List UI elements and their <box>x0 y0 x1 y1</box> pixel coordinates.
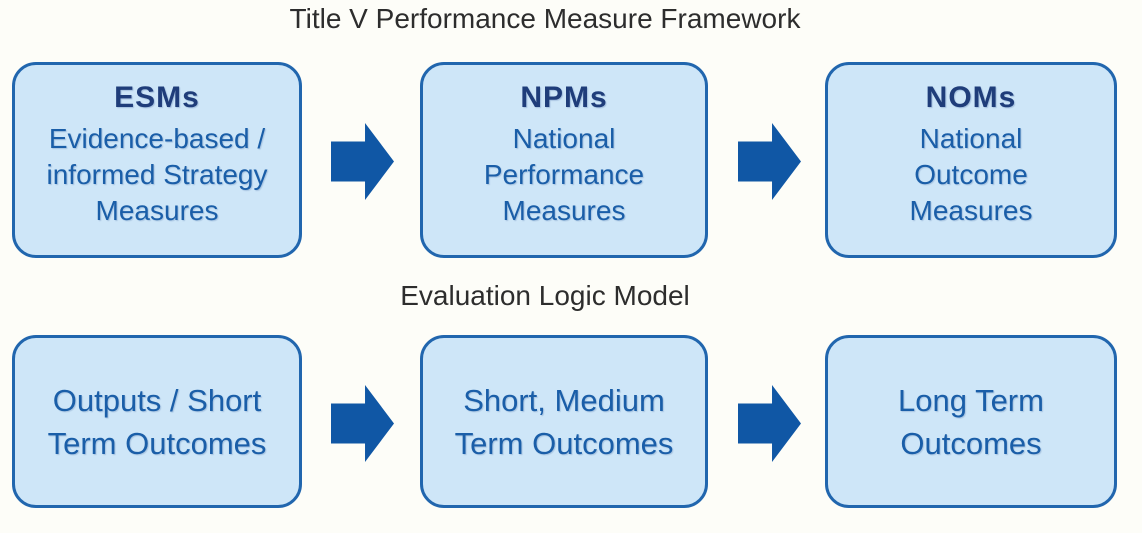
right-arrow-icon <box>738 123 801 200</box>
nom-box: NOMs National Outcome Measures <box>825 62 1117 258</box>
long-term-box: Long Term Outcomes <box>825 335 1117 508</box>
outputs-short-term-label: Outputs / Short Term Outcomes <box>47 382 267 461</box>
short-medium-term-box: Short, Medium Term Outcomes <box>420 335 708 508</box>
outputs-short-term-box: Outputs / Short Term Outcomes <box>12 335 302 508</box>
right-arrow-icon <box>738 385 801 462</box>
esm-box: ESMs Evidence-based / informed Strategy … <box>12 62 302 258</box>
npm-box: NPMs National Performance Measures <box>420 62 708 258</box>
long-term-label: Long Term Outcomes <box>898 382 1044 461</box>
logic-model-section-title: Evaluation Logic Model <box>400 280 690 311</box>
esm-heading: ESMs <box>114 81 200 114</box>
nom-heading: NOMs <box>925 81 1017 114</box>
right-arrow-icon <box>331 123 394 200</box>
right-arrow-icon <box>331 385 394 462</box>
framework-section-title: Title V Performance Measure Framework <box>289 3 801 34</box>
npm-body: National Performance Measures <box>483 123 645 226</box>
esm-body: Evidence-based / informed Strategy Measu… <box>46 123 268 226</box>
npm-heading: NPMs <box>520 81 608 114</box>
short-medium-term-label: Short, Medium Term Outcomes <box>454 382 674 461</box>
nom-body: National Outcome Measures <box>909 123 1033 226</box>
